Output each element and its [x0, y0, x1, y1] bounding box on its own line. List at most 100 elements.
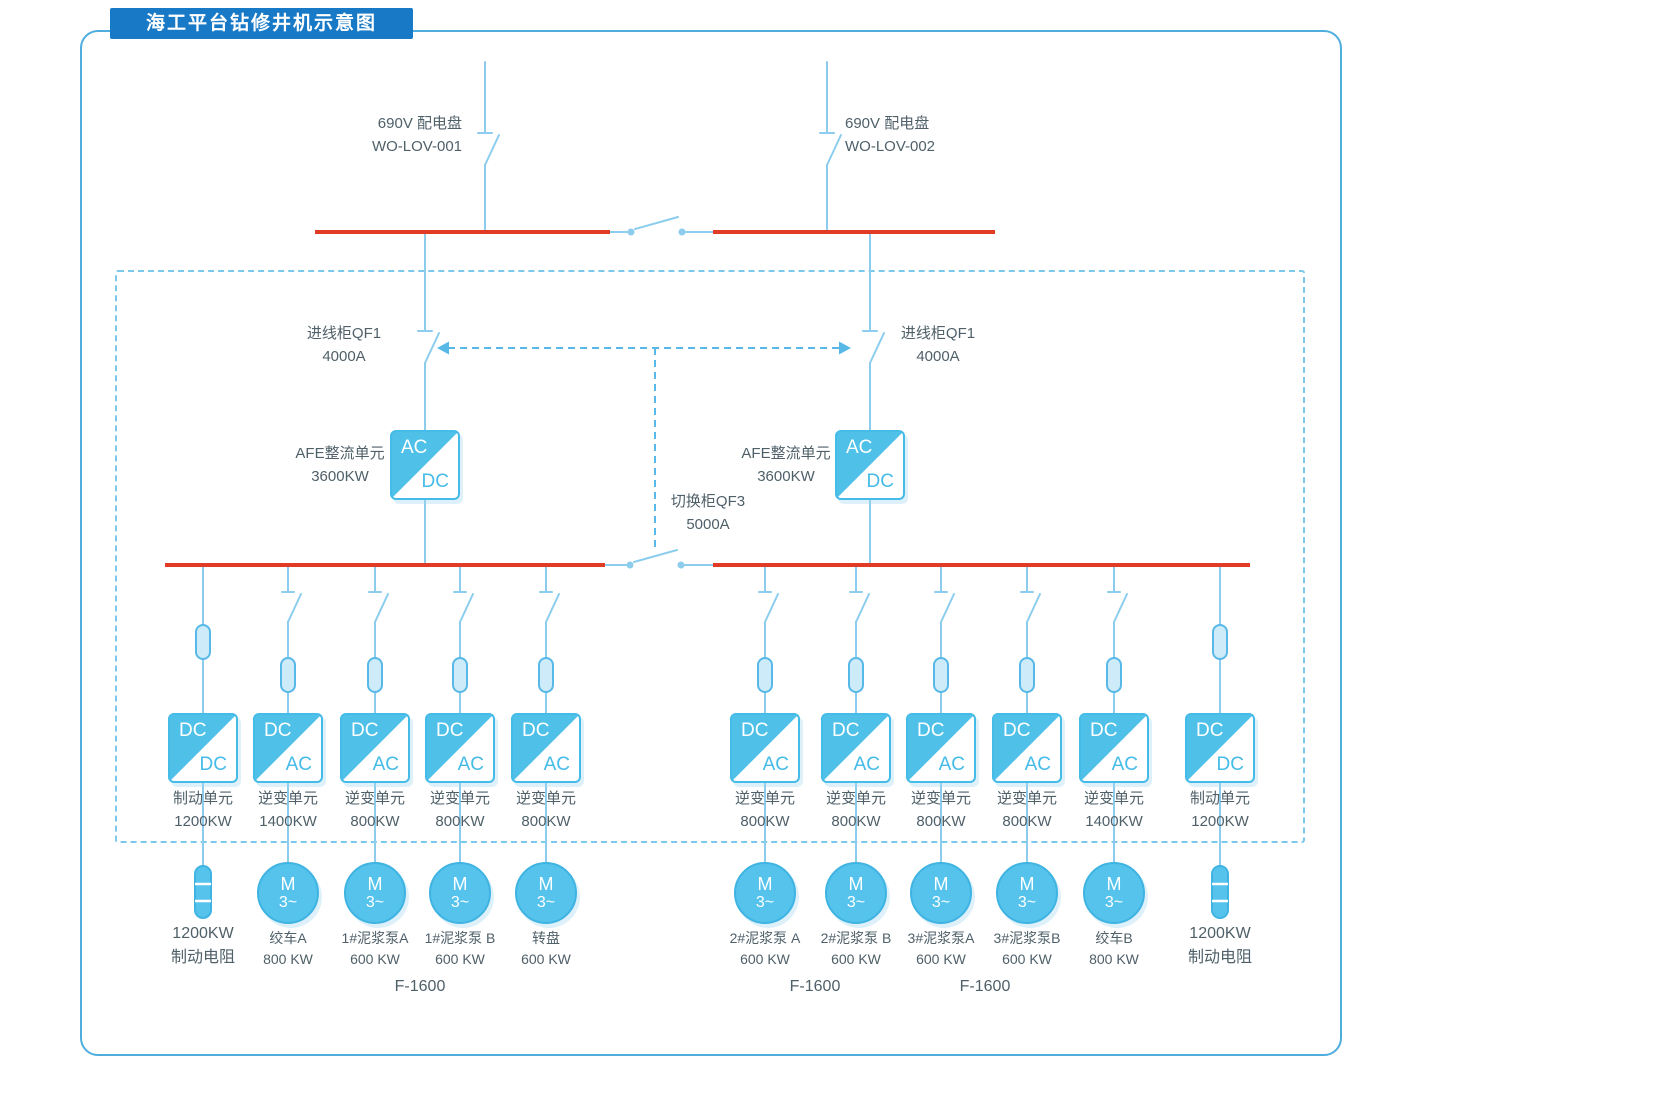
- motor-mudpump-1b: M 3~: [429, 862, 491, 924]
- afe-right-rating: 3600KW: [757, 468, 815, 485]
- brake-resistor-right-label: 1200KW 制动电阻: [1187, 925, 1253, 966]
- transfer-cabinet-rating: 5000A: [686, 516, 730, 533]
- motor-mudpump-1a: M 3~: [344, 862, 406, 924]
- top-bus-tie-breaker: [609, 216, 714, 236]
- inverter-mudpump-2a-label: 逆变单元 800KW: [734, 790, 796, 830]
- dc-bus-tie-breaker: [604, 549, 714, 569]
- inverter-mudpump-2a: DC AC: [730, 713, 800, 783]
- diagram-title: 海工平台钻修井机示意图: [110, 8, 413, 39]
- brake-unit-left: DC DC: [168, 713, 238, 783]
- brake-left-input-label: DC: [179, 720, 207, 741]
- load-label-mudpump-1a: 1#泥浆泵A 600 KW: [341, 930, 409, 967]
- afe-right-name: AFE整流单元: [741, 445, 831, 462]
- brake-resistor-icon: [194, 865, 212, 919]
- fuse-symbols: [195, 624, 1228, 693]
- load-label-mudpump-3a: 3#泥浆泵A 600 KW: [907, 930, 975, 967]
- brake-unit-right-label: 制动单元 1200KW: [1189, 790, 1251, 830]
- fuse-icon: [1212, 624, 1228, 660]
- fuse-icon: [1106, 657, 1122, 693]
- afe-right-label: AFE整流单元 3600KW: [741, 442, 830, 488]
- group-label-f1600-right: F-1600: [959, 978, 1011, 995]
- brake-resistor-icon: [1211, 865, 1229, 919]
- inverter-winch-b-label: 逆变单元 1400KW: [1083, 790, 1145, 830]
- inverter-mudpump-3b-label: 逆变单元 800KW: [996, 790, 1058, 830]
- inverter-mudpump-1b: DC AC: [425, 713, 495, 783]
- motor-mudpump-2a: M 3~: [734, 862, 796, 924]
- afe-right-output-label: DC: [866, 471, 894, 492]
- fuse-icon: [452, 657, 468, 693]
- inverter-mudpump-3a-label: 逆变单元 800KW: [910, 790, 972, 830]
- fuse-icon: [195, 624, 211, 660]
- load-label-mudpump-3b: 3#泥浆泵B 600 KW: [993, 930, 1061, 967]
- afe-rectifier-right: AC DC: [835, 430, 905, 500]
- motor-rotary-table: M 3~: [515, 862, 577, 924]
- motor-mudpump-2b: M 3~: [825, 862, 887, 924]
- inverter-mudpump-1a-label: 逆变单元 800KW: [344, 790, 406, 830]
- transfer-cabinet-name: 切换柜QF3: [670, 493, 746, 510]
- inverter-mudpump-3b: DC AC: [992, 713, 1062, 783]
- motor-mudpump-3a: M 3~: [910, 862, 972, 924]
- motor-winch-a: M 3~: [257, 862, 319, 924]
- brake-unit-left-label: 制动单元 1200KW: [172, 790, 234, 830]
- incoming-cabinet-left-label: 进线柜QF1 4000A: [307, 322, 381, 368]
- inverter-mudpump-1b-label: 逆变单元 800KW: [429, 790, 491, 830]
- afe-right-input-label: AC: [846, 437, 873, 458]
- inverter-mudpump-2b-label: 逆变单元 800KW: [825, 790, 887, 830]
- feeder-line-right: [819, 61, 842, 233]
- inverter-winch-a-label: 逆变单元 1400KW: [257, 790, 319, 830]
- brake-left-output-label: DC: [199, 754, 227, 775]
- motor-branch-wires-left: [281, 566, 560, 863]
- load-label-mudpump-2b: 2#泥浆泵 B 600 KW: [820, 930, 892, 967]
- fuse-icon: [933, 657, 949, 693]
- afe-left-rating: 3600KW: [311, 468, 369, 485]
- inverter-rotary-table: DC AC: [511, 713, 581, 783]
- afe-rectifier-left: AC DC: [390, 430, 460, 500]
- fuse-icon: [848, 657, 864, 693]
- incoming-right-rating: 4000A: [916, 348, 960, 365]
- load-label-mudpump-2a: 2#泥浆泵 A 600 KW: [729, 930, 801, 967]
- feeder-right-code: WO-LOV-002: [845, 138, 936, 155]
- group-label-f1600-left: F-1600: [394, 978, 446, 995]
- brake-resistor-left-label: 1200KW 制动电阻: [170, 925, 236, 966]
- group-label-f1600-mid: F-1600: [789, 978, 841, 995]
- load-label-winch-b: 绞车B 800 KW: [1089, 930, 1139, 967]
- brake-resistor-symbols: [194, 865, 1229, 919]
- fuse-icon: [280, 657, 296, 693]
- inverter-rotary-table-label: 逆变单元 800KW: [515, 790, 577, 830]
- feeder-right-label: 690V 配电盘 WO-LOV-002: [845, 112, 935, 158]
- inverter-mudpump-2b: DC AC: [821, 713, 891, 783]
- feeder-line-left: [477, 61, 500, 233]
- diagram-border: [80, 30, 1342, 1056]
- brake-unit-right: DC DC: [1185, 713, 1255, 783]
- inverter-mudpump-3a: DC AC: [906, 713, 976, 783]
- incoming-right-name: 进线柜QF1: [900, 325, 976, 342]
- load-label-mudpump-1b: 1#泥浆泵 B 600 KW: [424, 930, 496, 967]
- transfer-arrowheads: [437, 341, 851, 355]
- afe-left-name: AFE整流单元: [295, 445, 385, 462]
- motor-branch-wires-right: [758, 566, 1128, 863]
- afe-left-label: AFE整流单元 3600KW: [295, 442, 384, 488]
- transfer-dashed-lines: [448, 347, 840, 552]
- fuse-icon: [757, 657, 773, 693]
- feeder-left-name: 690V 配电盘: [377, 115, 462, 132]
- incoming-cabinet-right-label: 进线柜QF1 4000A: [901, 322, 975, 368]
- incoming-breaker-left: [417, 233, 440, 431]
- inverter-winch-a: DC AC: [253, 713, 323, 783]
- incoming-breaker-right: [862, 233, 885, 431]
- inverter-mudpump-1a: DC AC: [340, 713, 410, 783]
- feeder-right-name: 690V 配电盘: [845, 115, 930, 132]
- incoming-left-name: 进线柜QF1: [306, 325, 382, 342]
- load-label-winch-a: 绞车A 800 KW: [263, 930, 313, 967]
- bus-bars: [165, 230, 1250, 567]
- feeder-left-label: 690V 配电盘 WO-LOV-001: [372, 112, 462, 158]
- fuse-icon: [1019, 657, 1035, 693]
- afe-left-input-label: AC: [401, 437, 428, 458]
- fuse-icon: [367, 657, 383, 693]
- incoming-left-rating: 4000A: [322, 348, 366, 365]
- transfer-cabinet-label: 切换柜QF3 5000A: [671, 490, 745, 536]
- drive-system-boundary: [115, 270, 1305, 843]
- motor-winch-b: M 3~: [1083, 862, 1145, 924]
- afe-output-lines: [424, 499, 871, 564]
